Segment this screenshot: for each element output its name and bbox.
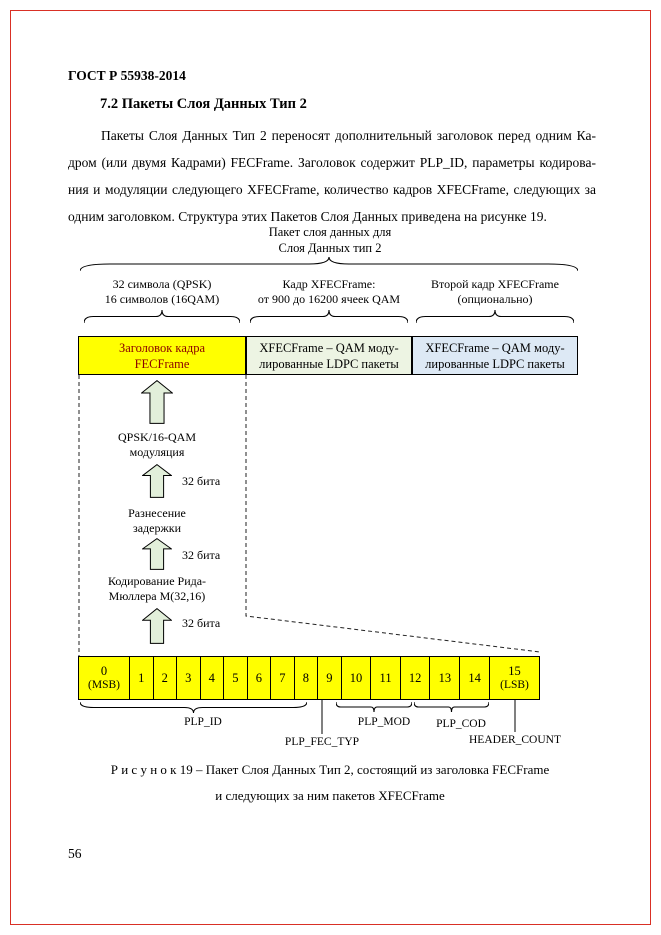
bits-label: 32 бита xyxy=(182,548,221,562)
bit-cell: 3 xyxy=(176,657,200,699)
fecframe-header-box: Заголовок кадра FECFrame xyxy=(78,336,246,375)
figure-top-label-line: Пакет слоя данных для xyxy=(268,225,392,239)
bit-cell: 2 xyxy=(152,657,177,699)
body-paragraph: Пакеты Слоя Данных Тип 2 переносят допол… xyxy=(68,122,596,230)
bit-cell: 11 xyxy=(370,657,399,699)
bit-cell: 7 xyxy=(270,657,294,699)
figure-caption-line-2: и следующих за ним пакетов XFECFrame xyxy=(215,788,445,803)
bit-cell: 1 xyxy=(129,657,153,699)
figure-top-label-line: Слоя Данных тип 2 xyxy=(278,241,382,255)
paragraph-line: дром (или двумя Кадрами) FECFrame. Загол… xyxy=(68,155,596,170)
box-text-line: лированные LDPC пакеты xyxy=(425,356,565,371)
header-section-brace xyxy=(84,310,240,323)
chain-step-line: Мюллера М(32,16) xyxy=(108,589,206,603)
chain-step-line: модуляция xyxy=(129,445,185,459)
page-number: 56 xyxy=(68,846,82,861)
plp-mod-brace xyxy=(336,702,412,712)
group-label-line: 32 символа (QPSK) xyxy=(112,277,212,291)
bit-cell: 10 xyxy=(340,657,371,699)
bit-cell: 12 xyxy=(399,657,430,699)
second-xfec-section-brace xyxy=(416,310,574,323)
box-text-line: FECFrame xyxy=(134,356,190,371)
group-label-xfec-frame: Кадр XFECFrame: от 900 до 16200 ячеек QA… xyxy=(240,277,418,307)
doc-number: ГОСТ Р 55938-2014 xyxy=(68,68,186,83)
bit-cell: 6 xyxy=(246,657,271,699)
group-label-line: от 900 до 16200 ячеек QAM xyxy=(257,292,401,306)
up-arrow-icon xyxy=(141,463,173,498)
group-label-line: Второй кадр XFECFrame xyxy=(431,277,559,291)
modulation-step-label: QPSK/16-QAM модуляция xyxy=(87,430,227,460)
plp-fec-typ-label: PLP_FEC_TYP xyxy=(284,736,360,748)
chain-step-line: QPSK/16-QAM xyxy=(117,430,196,444)
xfec-section-brace xyxy=(250,310,408,323)
delay-diversity-step-label: Разнесение задержки xyxy=(87,506,227,536)
group-label-header: 32 символа (QPSK) 16 символов (16QAM) xyxy=(78,277,246,307)
bit-cell: 8 xyxy=(293,657,318,699)
reed-muller-coding-step-label: Кодирование Рида- Мюллера М(32,16) xyxy=(87,574,227,604)
box-text-line: XFECFrame – QAM моду- xyxy=(259,340,399,355)
bits-label: 32 бита xyxy=(182,616,221,630)
plp-mod-label: PLP_MOD xyxy=(357,716,411,728)
group-label-line: 16 символов (16QAM) xyxy=(104,292,220,306)
xfecframe-box-1: XFECFrame – QAM моду- лированные LDPC па… xyxy=(246,336,412,375)
box-text-line: Заголовок кадра xyxy=(118,340,206,355)
chain-step-line: задержки xyxy=(132,521,182,535)
group-label-line: (опционально) xyxy=(457,292,533,306)
chain-step-line: Разнесение xyxy=(128,506,186,520)
bits-label: 32 бита xyxy=(182,474,221,488)
bit-cell: 13 xyxy=(429,657,459,699)
bit-cell: 4 xyxy=(199,657,224,699)
plp-cod-label: PLP_COD xyxy=(436,718,486,730)
up-arrow-icon xyxy=(141,607,173,644)
up-arrow-icon xyxy=(141,537,173,570)
bit-cell: 9 xyxy=(317,657,341,699)
plp-cod-brace xyxy=(414,702,489,712)
plp-id-label: PLP_ID xyxy=(184,716,222,728)
chain-step-line: Кодирование Рида- xyxy=(107,574,207,588)
bit-cell: 15(LSB) xyxy=(489,657,539,699)
paragraph-line: ния и модуляции следующего XFECFrame, ко… xyxy=(68,182,596,197)
paragraph-line: Пакеты Слоя Данных Тип 2 переносят допол… xyxy=(101,128,596,143)
section-heading: 7.2 Пакеты Слоя Данных Тип 2 xyxy=(100,96,307,112)
figure-caption-line-1: Р и с у н о к 19 – Пакет Слоя Данных Тип… xyxy=(110,762,550,777)
bit-cell: 14 xyxy=(459,657,489,699)
full-width-brace xyxy=(80,257,578,271)
figure-top-label: Пакет слоя данных для Слоя Данных тип 2 xyxy=(230,224,430,256)
bit-cell: 0(MSB) xyxy=(88,664,120,691)
xfecframe-box-2: XFECFrame – QAM моду- лированные LDPC па… xyxy=(412,336,578,375)
box-text-line: XFECFrame – QAM моду- xyxy=(425,340,565,355)
plp-id-brace xyxy=(80,702,307,713)
paragraph-line: одним заголовком. Структура этих Пакетов… xyxy=(68,209,547,224)
bit-cell: 5 xyxy=(223,657,247,699)
group-label-second-xfec-frame: Второй кадр XFECFrame (опционально) xyxy=(412,277,578,307)
group-label-line: Кадр XFECFrame: xyxy=(282,277,376,291)
header-count-label: HEADER_COUNT xyxy=(469,734,561,746)
up-arrow-icon xyxy=(140,379,174,424)
box-text-line: лированные LDPC пакеты xyxy=(259,356,399,371)
